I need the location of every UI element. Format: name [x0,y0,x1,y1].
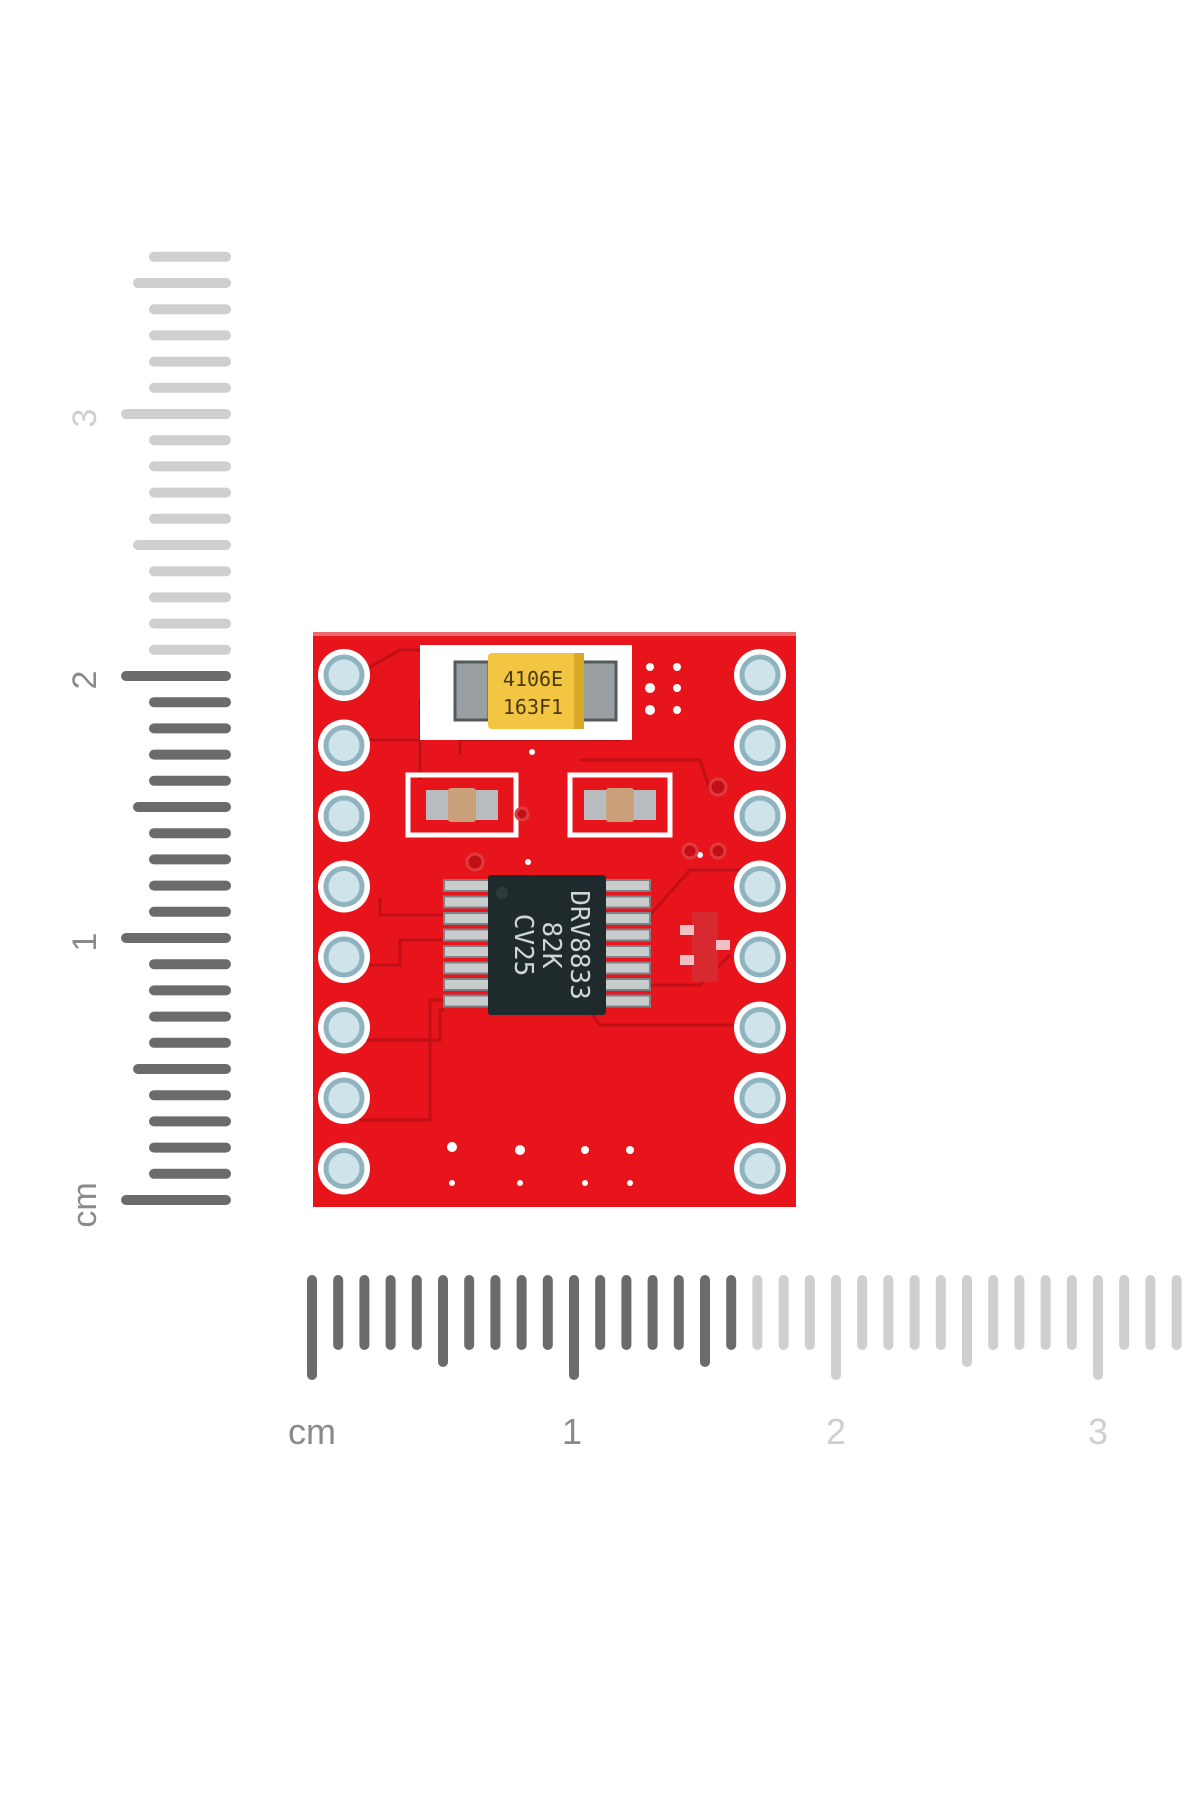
horizontal-ruler-label-1: 1 [562,1411,582,1452]
capacitor-pad-right [580,660,618,722]
header-pad-hole [323,795,365,837]
header-pad-hole [739,654,781,696]
board-vias-bottom [447,1142,634,1186]
drv8833-chip [488,875,606,1015]
chip-pin [443,994,491,1008]
via-chip-right-1 [681,842,699,860]
right-header-pads [734,649,786,1195]
via-right-resistor [708,777,728,797]
header-pad-hole [739,936,781,978]
chip-pin [443,978,491,991]
chip-pin [603,961,651,975]
vertical-ruler [121,251,231,1205]
chip-pin [443,879,491,892]
chip-pin [603,928,651,942]
capacitor-polarity-band [574,653,584,729]
header-pad-hole [323,936,365,978]
header-pad-hole [739,795,781,837]
resistor-right-silkscreen [567,772,673,838]
header-pad-hole [323,1007,365,1048]
board-vias-top [525,663,703,865]
chip-pin [603,895,651,909]
vertical-ruler-label-2: 2 [66,671,104,690]
chip-marking-line-1: DRV8833 [564,890,594,1000]
chip-pin [603,978,651,991]
header-pad-hole [323,1148,365,1189]
chip-pin [603,879,651,892]
header-pad-hole [739,725,781,766]
chip-pin [443,912,491,925]
chip-pins-right [603,879,651,1008]
left-header-pads [318,649,370,1195]
board-edge-highlight [313,632,796,636]
resistor-left-silkscreen [405,772,519,838]
via-left-resistor [514,806,530,822]
resistor-right-body [606,788,634,822]
capacitor-marking-line-1: 4106E [503,667,563,691]
chip-pin [443,895,491,909]
vertical-ruler-label-3: 3 [66,409,104,428]
horizontal-ruler-unit-label: cm [288,1411,336,1452]
header-pad-hole [739,1077,781,1119]
chip-pin [603,912,651,925]
resistor-left-body [448,788,476,822]
via-chip-right-2 [709,842,727,860]
header-pad-hole [739,1007,781,1048]
small-component-right [680,912,730,982]
vertical-ruler-unit-label: cm [66,1182,104,1227]
horizontal-ruler-label-2: 2 [826,1411,846,1452]
chip-pin [443,961,491,975]
header-pad-hole [323,1077,365,1119]
header-pad-hole [323,725,365,766]
chip-marking-line-2: 82K [536,922,566,969]
tantalum-capacitor-body [488,653,584,729]
capacitor-marking-line-2: 163F1 [503,695,563,719]
chip-marking-line-3: CV25 [508,914,538,977]
capacitor-pad-left [453,660,491,722]
pcb-board: 4106E 163F1 [313,632,796,1207]
via-chip-top-left [465,852,485,872]
chip-pin [603,945,651,958]
header-pad-hole [323,654,365,696]
header-pad-hole [739,866,781,907]
header-pad-hole [323,866,365,907]
vertical-ruler-label-1: 1 [66,933,104,952]
horizontal-ruler-label-3: 3 [1088,1411,1108,1452]
chip-pin [443,945,491,958]
chip-pin [603,994,651,1008]
chip-pin [443,928,491,942]
header-pad-hole [739,1148,781,1189]
chip-pin1-dot [496,887,508,899]
horizontal-ruler [307,1275,1182,1380]
